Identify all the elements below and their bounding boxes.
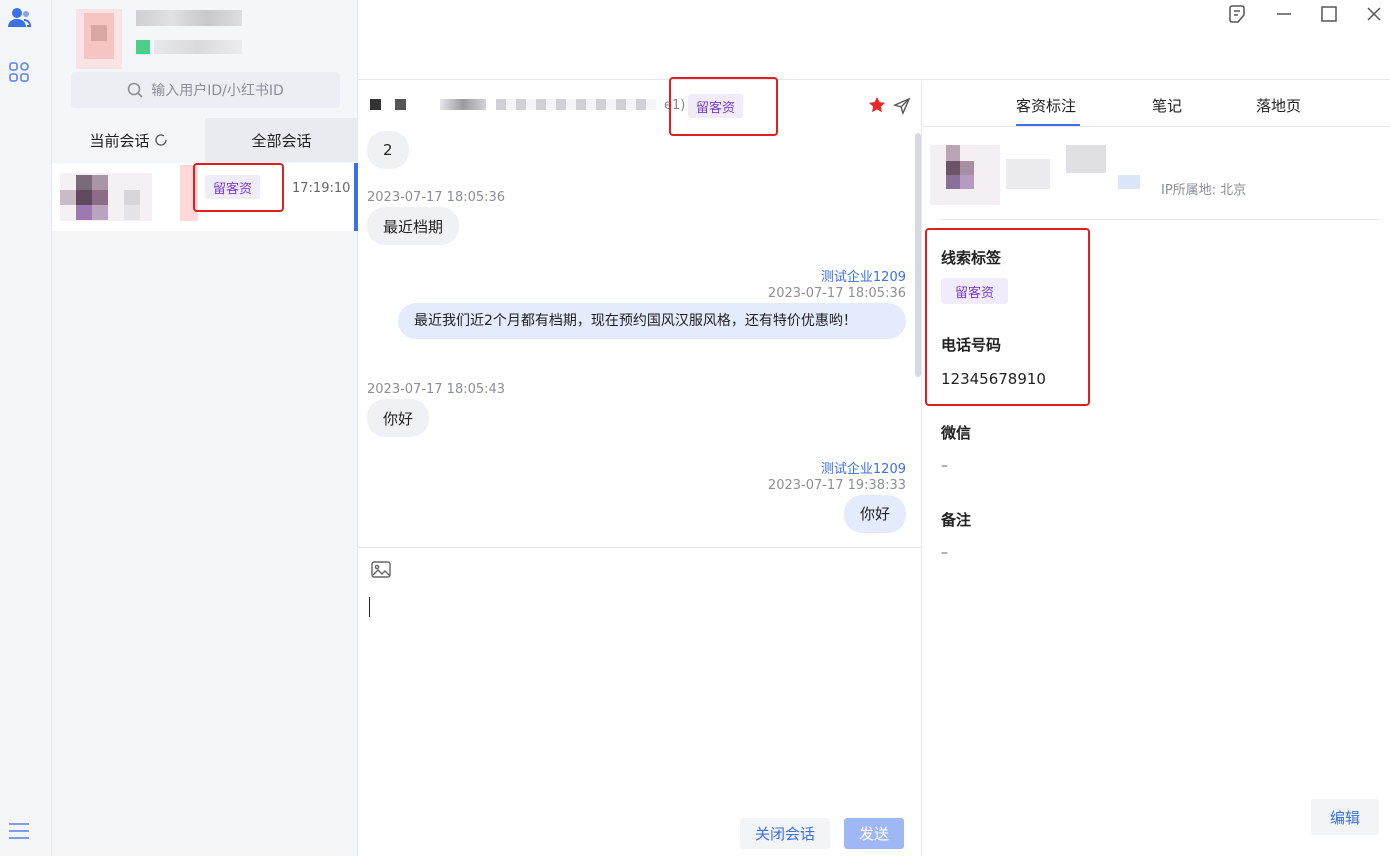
refresh-icon[interactable]	[154, 133, 168, 147]
info-tabs: 客资标注 笔记 落地页	[922, 81, 1390, 127]
message-bubble-incoming: 最近档期	[367, 207, 460, 245]
note-label: 备注	[941, 511, 972, 529]
user-icon[interactable]	[6, 5, 32, 31]
lead-tag-value: 留客资	[941, 278, 1009, 304]
tab-active-underline	[1016, 124, 1080, 126]
conversation-tabs: 当前会话 全部会话	[52, 118, 358, 162]
message-sender: 测试企业1209	[820, 462, 906, 477]
star-icon[interactable]	[868, 96, 886, 114]
send-share-icon[interactable]	[893, 97, 911, 115]
wechat-value: –	[941, 458, 948, 474]
highlight-box-list	[193, 163, 284, 212]
highlight-box-header	[669, 77, 778, 136]
conversation-avatar	[60, 173, 152, 221]
notes-icon[interactable]	[1226, 2, 1250, 26]
conversation-list-item[interactable]: 留客资 17:19:10	[52, 163, 358, 231]
message-bubble-incoming: 你好	[367, 399, 430, 437]
conversation-tag: 留客资	[205, 175, 261, 199]
message-timestamp: 2023-07-17 18:05:36	[767, 286, 906, 301]
search-icon	[127, 82, 143, 98]
minimize-icon[interactable]	[1272, 2, 1296, 26]
message-bubble-outgoing: 你好	[843, 495, 906, 533]
message-scrollbar[interactable]	[915, 133, 921, 377]
conversation-time: 17:19:10	[292, 181, 351, 196]
left-rail	[0, 0, 52, 856]
edit-button[interactable]: 编辑	[1311, 799, 1379, 835]
tab-all-label: 全部会话	[251, 131, 312, 150]
send-button[interactable]: 发送	[844, 818, 904, 849]
tab-notes[interactable]: 笔记	[1152, 97, 1183, 115]
customer-avatar-blurred	[930, 145, 1142, 205]
message-sender: 测试企业1209	[820, 270, 906, 285]
message-list: 2 2023-07-17 18:05:36 最近档期 测试企业1209 2023…	[358, 129, 922, 547]
message-timestamp: 2023-07-17 19:38:33	[767, 478, 906, 493]
message-bubble-incoming: 2	[367, 131, 409, 169]
lead-tag-label: 线索标签	[941, 249, 1002, 267]
ip-location: IP所属地: 北京	[1161, 183, 1247, 198]
message-timestamp: 2023-07-17 18:05:43	[367, 382, 506, 397]
contact-name-blurred	[370, 99, 660, 111]
message-timestamp: 2023-07-17 18:05:36	[367, 190, 506, 205]
note-value: –	[941, 545, 948, 561]
phone-value: 12345678910	[941, 370, 1046, 388]
chat-header: e1) 留客资	[358, 81, 922, 129]
image-upload-icon[interactable]	[371, 561, 391, 578]
close-conversation-button[interactable]: 关闭会话	[740, 818, 830, 849]
close-icon[interactable]	[1362, 2, 1386, 26]
tab-current-conversations[interactable]: 当前会话	[52, 118, 205, 162]
window-title-bar	[358, 0, 1390, 80]
tab-lead-annotation[interactable]: 客资标注	[1016, 97, 1077, 115]
search-input[interactable]: 输入用户ID/小红书ID	[71, 72, 340, 108]
maximize-icon[interactable]	[1317, 2, 1341, 26]
wechat-label: 微信	[941, 424, 972, 442]
grid-apps-icon[interactable]	[6, 59, 32, 85]
tab-current-label: 当前会话	[89, 131, 150, 150]
message-composer[interactable]: 关闭会话 发送	[358, 547, 922, 856]
phone-label: 电话号码	[941, 336, 1002, 354]
chat-header-tag: 留客资	[688, 94, 744, 118]
menu-icon[interactable]	[6, 818, 32, 844]
conversation-list-panel: 输入用户ID/小红书ID 当前会话 全部会话 留客资 17:19:10	[52, 0, 358, 856]
account-name-blurred	[136, 10, 242, 54]
search-placeholder: 输入用户ID/小红书ID	[151, 83, 284, 99]
text-cursor	[369, 597, 370, 617]
chat-panel: e1) 留客资 2 2023-07-17 18:05:36 最近档期 测试企业1…	[358, 77, 922, 856]
active-indicator	[354, 163, 358, 231]
customer-info-panel: 客资标注 笔记 落地页 IP所属地: 北京 线索标签 留客资 电话号码 1234…	[922, 81, 1390, 856]
highlight-box-side	[925, 228, 1090, 406]
profile-divider	[941, 219, 1379, 220]
tab-landing-page[interactable]: 落地页	[1256, 97, 1302, 115]
tab-all-conversations[interactable]: 全部会话	[205, 118, 358, 162]
account-avatar	[76, 9, 122, 69]
message-bubble-outgoing: 最近我们近2个月都有档期，现在预约国风汉服风格，还有特价优惠哟！	[398, 303, 906, 339]
